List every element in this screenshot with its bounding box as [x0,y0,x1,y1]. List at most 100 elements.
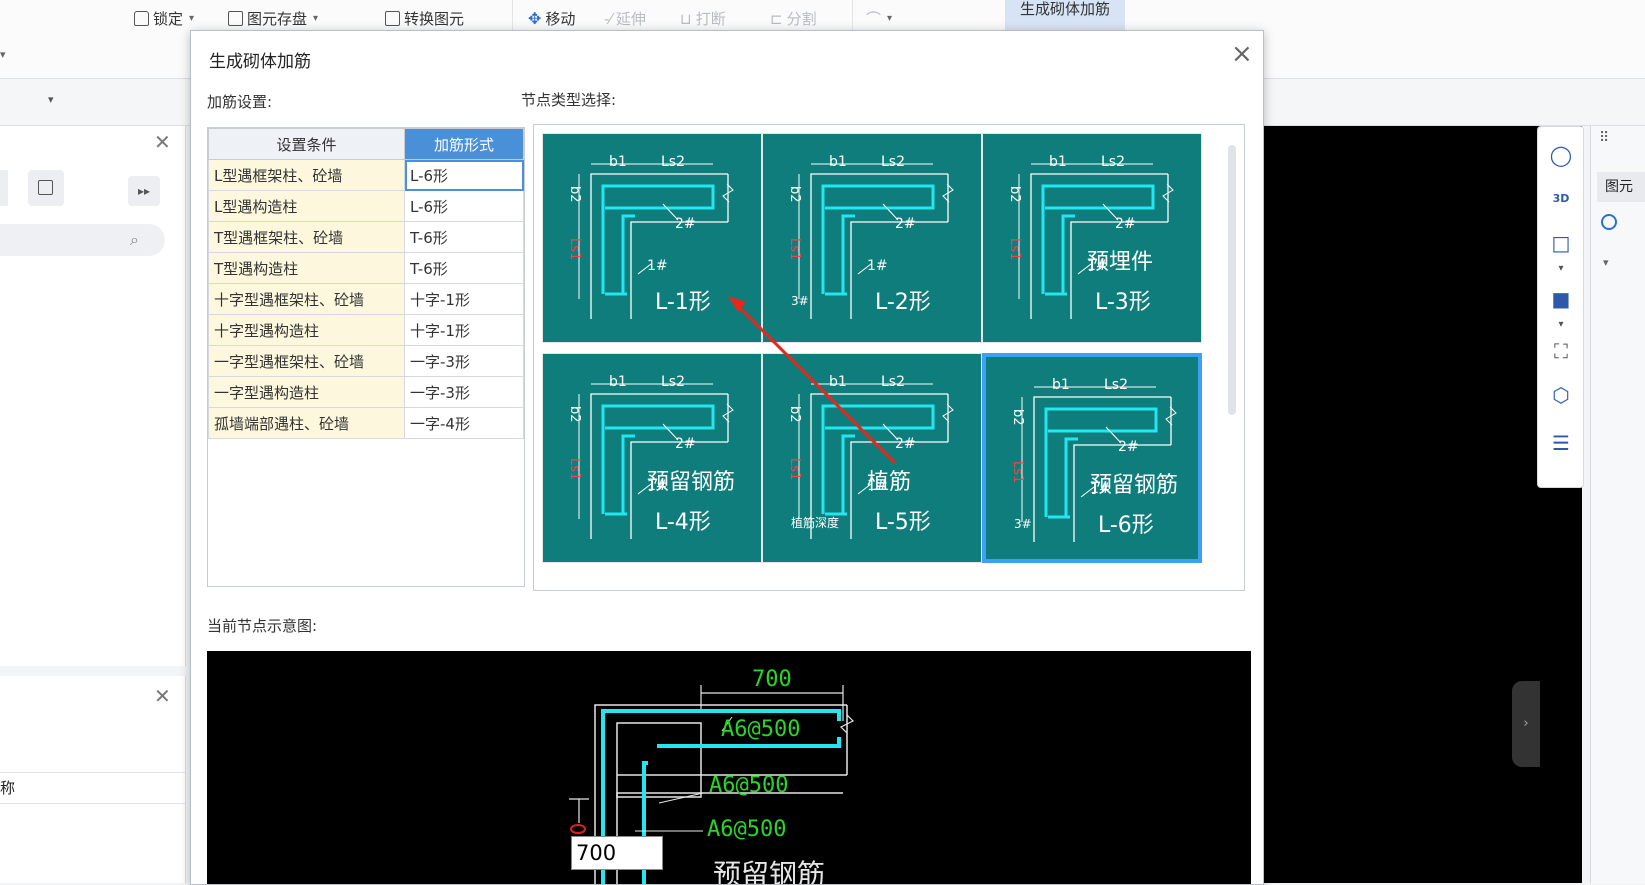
panel-tool-button[interactable] [28,170,64,206]
node-diagram [1021,386,1177,542]
save-element-icon [228,11,243,26]
leader-line [662,423,679,441]
dimension-input[interactable]: 700 [571,836,663,870]
dim-ls2-label: Ls2 [1101,154,1126,170]
wall-outline [590,393,728,539]
break-button[interactable]: ⊔ 打断 [680,9,726,29]
form-cell[interactable]: 一字-4形 [404,407,524,439]
lock-button[interactable]: 锁定▾ [134,8,194,29]
rebar-3-label: 3# [1014,517,1032,531]
dim-b1-label: b1 [1052,377,1070,393]
chevron-down-icon[interactable]: ▾ [1603,256,1609,269]
close-icon[interactable]: ✕ [154,130,171,154]
view-tools-bar: ◯ 3D □ ▾ ■ ▾ ⛶ ⬡ ☰ [1537,126,1584,488]
rebar-1-label: 1# [867,478,888,494]
rebar-outer [601,709,841,884]
leader-line [1077,263,1092,275]
break-icon: ⊔ [680,9,692,28]
chevron-down-icon[interactable]: ▾ [0,48,6,61]
dim-b1-label: b1 [829,374,847,390]
dim-b1-label: b1 [1049,154,1067,170]
wall-inner-outline [630,221,728,319]
generate-masonry-rebar-tab[interactable]: 生成砌体加筋 [1005,0,1125,34]
form-cell[interactable]: 一字-3形 [404,376,524,408]
preview-drawing [569,685,855,884]
table-row[interactable]: 十字型遇框架柱、砼墙十字-1形 [208,283,524,315]
move-button[interactable]: ✥ 移动 [528,9,576,28]
panel-button[interactable] [0,170,8,206]
convert-element-button[interactable]: 转换图元 [385,8,464,29]
node-diagram [1018,163,1174,319]
cube-icon[interactable]: □ [1551,231,1571,255]
radio-button[interactable] [1601,214,1617,230]
dim-b2-label: b2 [1010,409,1025,426]
form-cell[interactable]: L-6形 [404,190,524,222]
solid-cube-icon[interactable]: ■ [1551,287,1571,311]
cad-viewport[interactable]: H G F E D C › [1209,126,1582,883]
chevron-down-icon[interactable]: ▾ [1558,319,1564,330]
leader-line [1105,426,1122,444]
wall-inner-outline [1070,221,1168,319]
grid-scrollbar[interactable] [1228,145,1236,415]
table-row[interactable]: 一字型遇构造柱一字-3形 [208,376,524,408]
split-button[interactable]: ⊏ 分割 [770,9,817,29]
node-preview-canvas: 700 A6@500 A6@500 A6@500 预留钢筋 700 [207,651,1251,884]
chevron-down-icon[interactable]: ▾ [48,93,54,106]
3d-view-icon[interactable]: 3D [1552,192,1570,205]
table-row[interactable]: 孤墙端部遇柱、砼墙一字-4形 [208,407,524,439]
break-symbol [1165,406,1177,426]
generate-masonry-rebar-dialog: 生成砌体加筋 × 加筋设置: 节点类型选择: 设置条件 加筋形式 L型遇框架柱、… [190,30,1264,885]
fullscreen-icon[interactable]: ⛶ [1554,339,1568,363]
list-view-icon[interactable]: ☰ [1552,431,1570,455]
tile-name-label: L-5形 [875,510,931,535]
form-cell[interactable]: 十字-1形 [404,283,524,315]
form-cell[interactable]: 十字-1形 [404,314,524,346]
preview-label: 当前节点示意图: [207,617,318,635]
panel-tab[interactable]: 图元 [1597,172,1645,202]
form-cell[interactable]: T-6形 [404,252,524,284]
dim-b1-label: b1 [609,154,627,170]
rebar-inner [657,737,841,748]
rebar-3-label: 3# [791,294,809,308]
expand-icon[interactable]: ▸▸ [128,176,160,206]
form-cell[interactable]: L-6形 [404,159,524,191]
property-header: 称 [0,772,185,804]
chevron-down-icon[interactable]: ▾ [1558,263,1564,274]
dim-ls1-label: Ls1 [787,458,802,481]
preview-rebar-label: A6@500 [707,817,787,842]
dim-ls1-label: Ls1 [1007,238,1022,261]
rebar-settings-label: 加筋设置: [207,93,273,111]
form-cell[interactable]: 一字-3形 [404,345,524,377]
preview-dimension: 700 [752,667,792,692]
form-cell[interactable]: T-6形 [404,221,524,253]
search-input[interactable]: ⌕ [0,224,165,256]
extend-button[interactable]: -⁄ 延伸 [604,9,646,29]
close-icon[interactable]: × [1231,39,1253,69]
orbit-icon[interactable]: ◯ [1549,143,1573,167]
table-row[interactable]: 一字型遇框架柱、砼墙一字-3形 [208,345,524,377]
wall-inner-outline [630,441,728,539]
close-icon[interactable]: ✕ [154,684,171,708]
dim-ls2-label: Ls2 [881,154,906,170]
table-row[interactable]: 十字型遇构造柱十字-1形 [208,314,524,346]
preview-rebar-label: A6@500 [721,717,801,742]
tile-name-label: L-2形 [875,290,931,315]
dim-ls2-label: Ls2 [661,374,686,390]
collapse-handle[interactable]: › [1512,681,1540,767]
box-select-icon[interactable]: ⬡ [1552,383,1570,407]
tile-name-label: L-3形 [1095,290,1151,315]
save-element-button[interactable]: 图元存盘▾ [228,8,318,29]
arc-button[interactable]: ⌒▾ [866,8,892,29]
drag-handle-icon[interactable]: ⠿ [1599,130,1610,146]
